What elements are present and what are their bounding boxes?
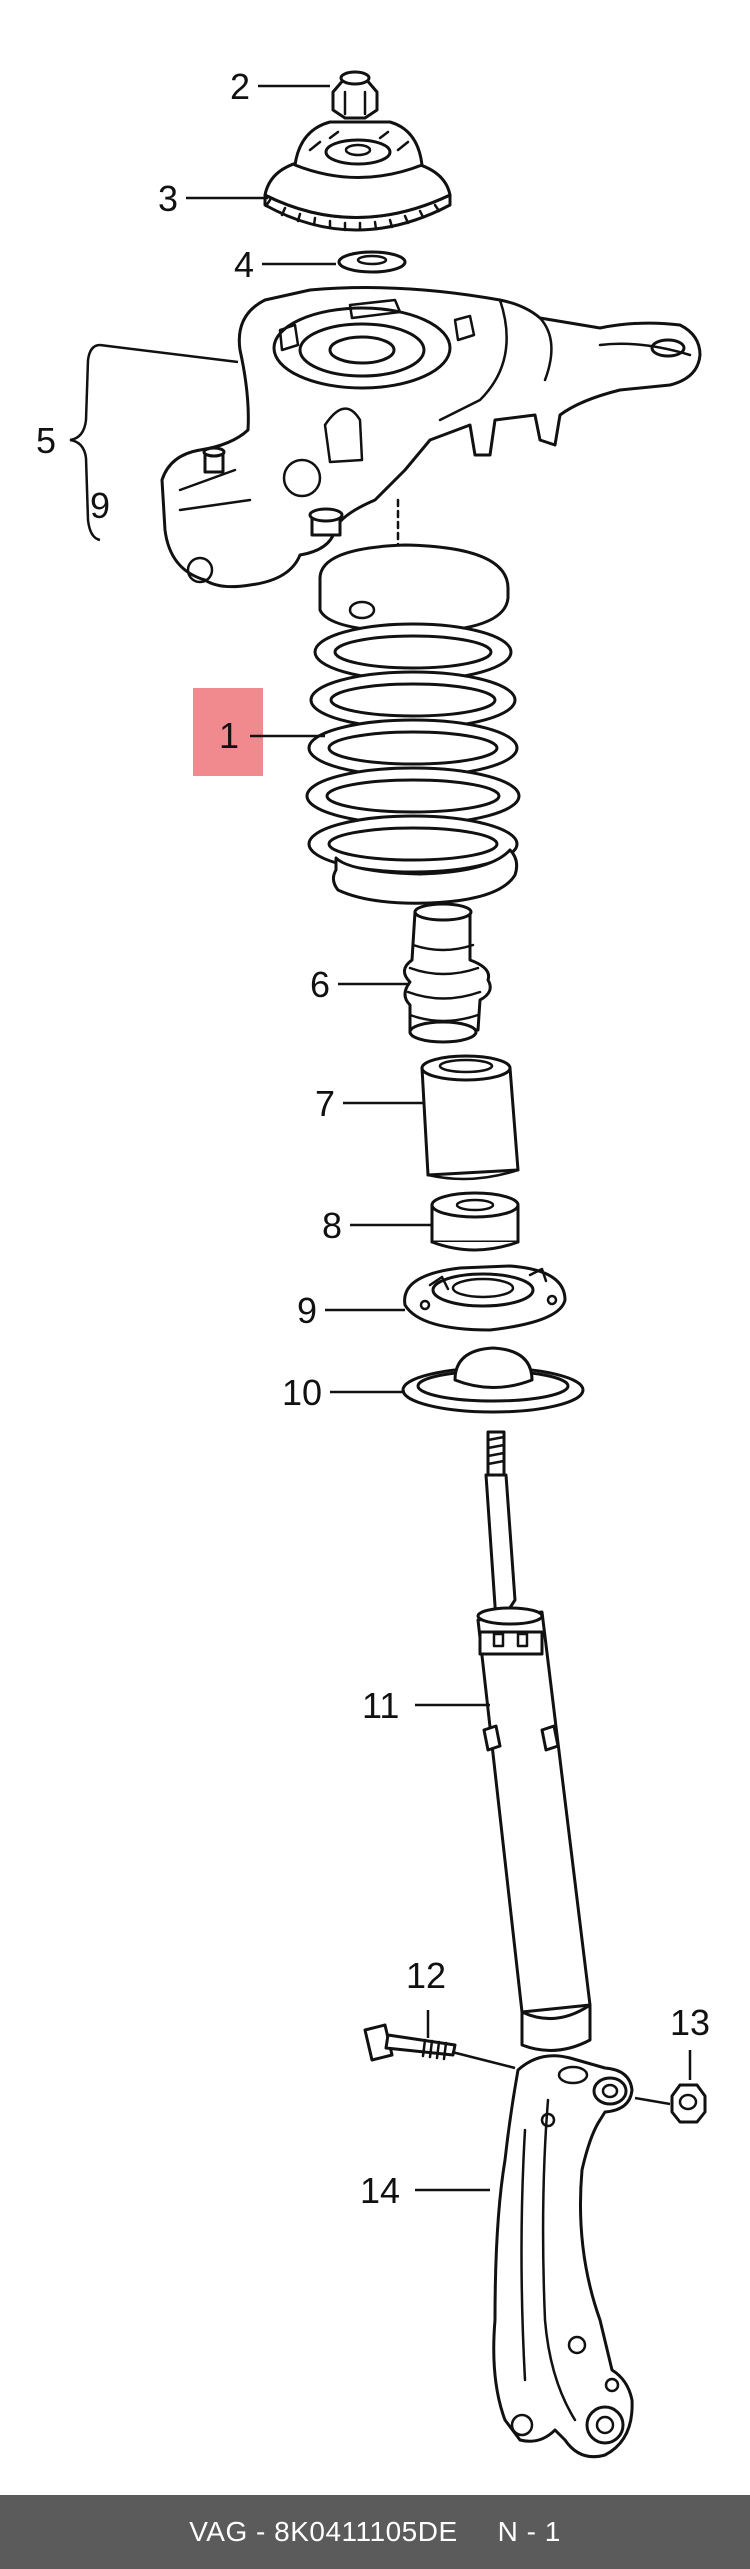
callout-12: 12 — [406, 1955, 446, 1996]
callout-10: 10 — [282, 1372, 322, 1413]
part-14-lower-fork[interactable] — [492, 2054, 634, 2459]
part-12-bolt[interactable] — [363, 2023, 457, 2062]
callout-1: 1 — [219, 715, 239, 756]
callout-9-upper: 9 — [90, 485, 110, 526]
callout-1-highlight — [193, 688, 263, 776]
part-1-coil-spring[interactable] — [305, 498, 521, 905]
footer-bar: VAG - 8K0411105DE N - 1 — [0, 2495, 750, 2569]
callout-9-lower: 9 — [297, 1290, 317, 1331]
part-5-upper-housing[interactable] — [160, 286, 702, 589]
part-2-top-nut[interactable] — [331, 70, 379, 120]
footer-page: N - 1 — [497, 2516, 561, 2547]
callout-7: 7 — [315, 1083, 335, 1124]
callout-2: 2 — [230, 66, 250, 107]
part-10-gasket[interactable] — [401, 1346, 585, 1414]
callout-3: 3 — [158, 178, 178, 219]
callout-8: 8 — [322, 1205, 342, 1246]
callout-11: 11 — [362, 1685, 399, 1726]
footer-part-number: VAG - 8K0411105DE — [189, 2516, 458, 2547]
part-6-bump-stop[interactable] — [403, 902, 492, 1044]
callout-5: 5 — [36, 420, 56, 461]
exploded-suspension-diagram: 2 3 4 5 9 — [36, 66, 710, 2459]
part-11-shock-absorber[interactable] — [476, 1430, 592, 2052]
callout-14: 14 — [360, 2170, 400, 2211]
callout-13: 13 — [670, 2002, 710, 2043]
part-7-dust-boot[interactable] — [420, 1054, 520, 1181]
part-9-lower-spring-seat[interactable] — [403, 1264, 567, 1332]
part-3-strut-mount[interactable] — [263, 120, 452, 232]
part-4-washer[interactable] — [337, 250, 407, 274]
part-13-nut[interactable] — [670, 2083, 707, 2124]
callout-6: 6 — [310, 964, 330, 1005]
callout-4: 4 — [234, 244, 254, 285]
part-8-bushing[interactable] — [430, 1191, 520, 1252]
